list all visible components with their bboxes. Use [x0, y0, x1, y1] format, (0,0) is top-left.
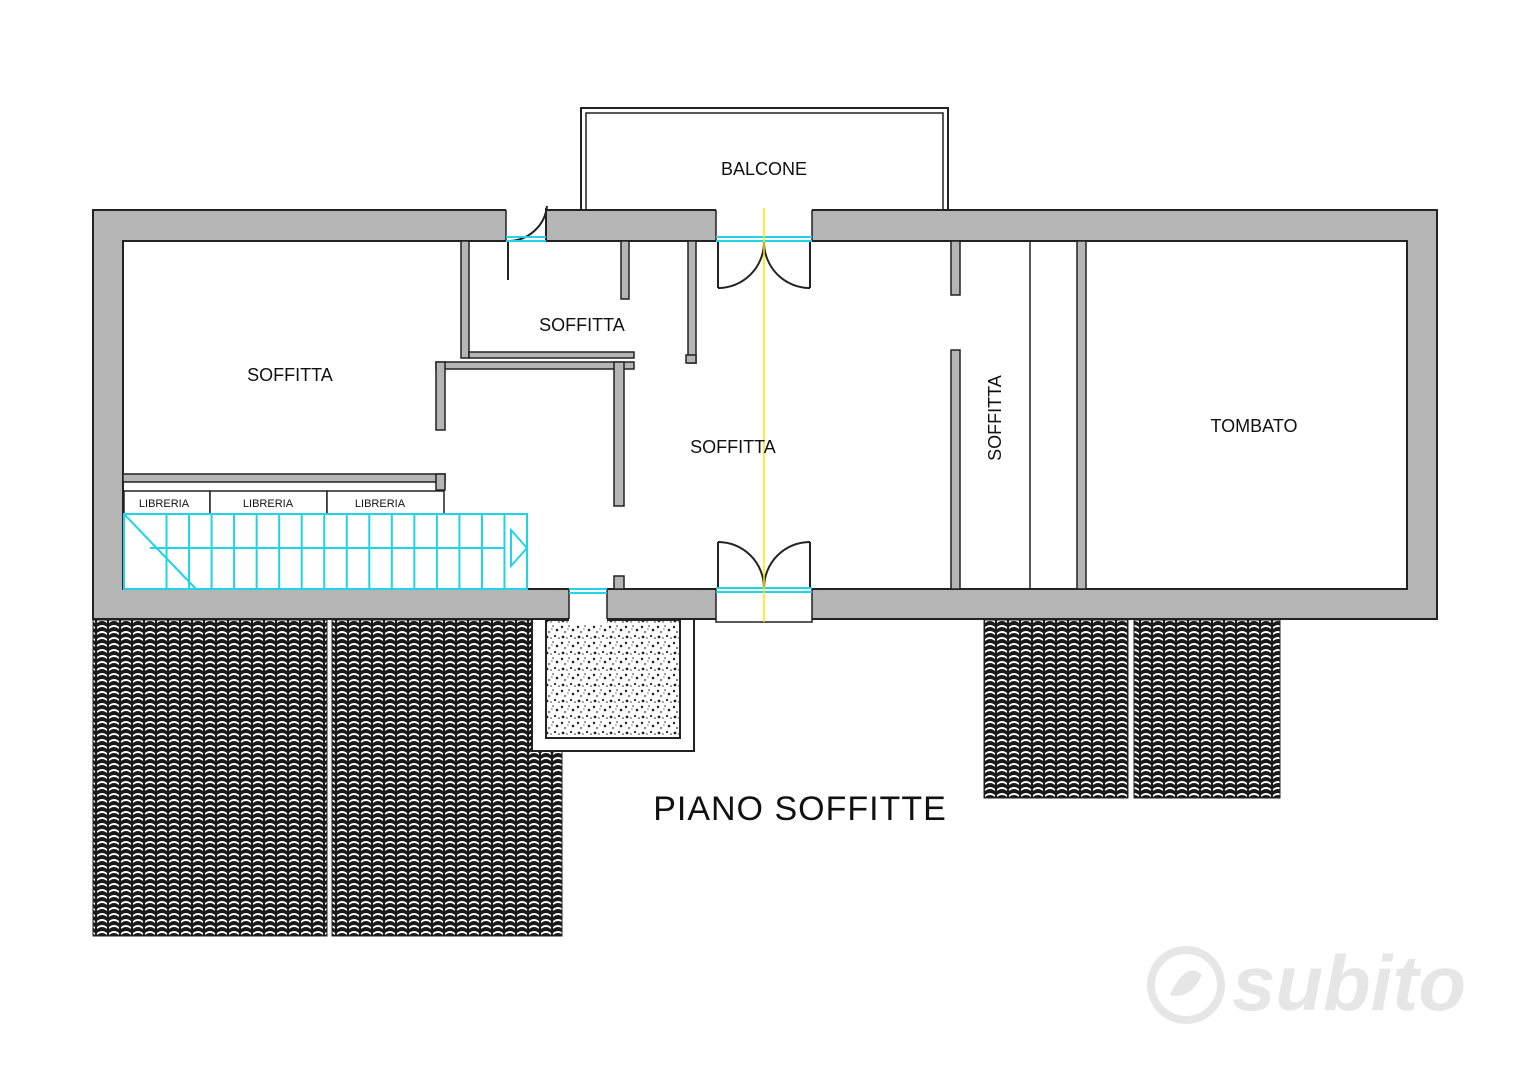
balcony [580, 107, 949, 211]
subito-logo-icon [1147, 946, 1225, 1024]
stair-arrow-icon [510, 527, 529, 569]
interior-walls [122, 240, 1087, 590]
soffitta-left-label: SOFFITTA [247, 365, 333, 385]
stair-diagonal [123, 513, 197, 590]
door-sills [506, 236, 812, 594]
tombato-label: TOMBATO [1210, 416, 1297, 436]
outer-walls [92, 209, 1438, 620]
balcone-label: BALCONE [721, 159, 807, 179]
light-well [531, 617, 695, 752]
soffitta-small-label: SOFFITTA [539, 315, 625, 335]
roof-tiles [92, 619, 1281, 937]
subito-watermark: subito [1147, 939, 1466, 1027]
door-openings [506, 206, 812, 623]
door-jambs [505, 210, 813, 623]
plan-title: PIANO SOFFITTE [653, 790, 947, 828]
libreria-label-1: LIBRERIA [139, 498, 190, 510]
subito-wordmark: subito [1232, 939, 1466, 1027]
door-swings [507, 205, 811, 589]
soffitta-vertical-label: SOFFITTA [985, 375, 1005, 461]
staircase [123, 513, 529, 590]
soffitta-center-label: SOFFITTA [690, 437, 776, 457]
libreria-label-3: LIBRERIA [355, 498, 406, 510]
libreria-label-2: LIBRERIA [243, 498, 294, 510]
